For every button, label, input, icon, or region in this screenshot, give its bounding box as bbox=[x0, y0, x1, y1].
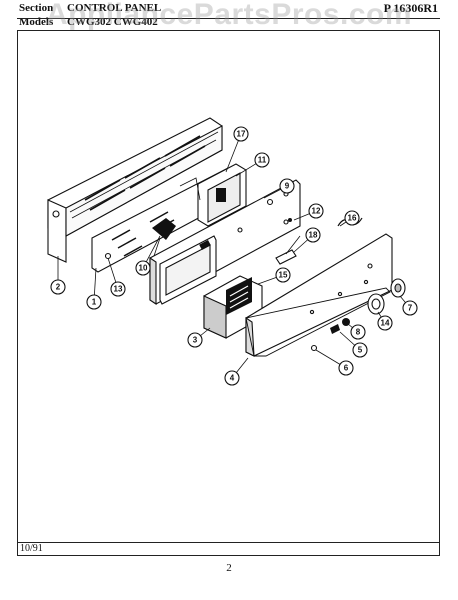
svg-text:3: 3 bbox=[193, 336, 198, 345]
callout-13: 13 bbox=[110, 281, 126, 297]
section-label: Section bbox=[19, 2, 54, 14]
svg-text:18: 18 bbox=[309, 231, 318, 240]
control-panel bbox=[149, 179, 301, 306]
svg-text:8: 8 bbox=[356, 328, 361, 337]
svg-text:7: 7 bbox=[408, 304, 413, 313]
screw-12 bbox=[288, 218, 292, 222]
knob-7 bbox=[390, 278, 406, 298]
header-info: Section CONTROL PANEL Models CWG302 CWG402 bbox=[19, 1, 161, 29]
svg-text:15: 15 bbox=[279, 271, 288, 280]
header-divider bbox=[17, 18, 440, 19]
svg-text:1: 1 bbox=[92, 298, 97, 307]
revision-date: 10/91 bbox=[20, 543, 43, 554]
callout-2: 2 bbox=[50, 279, 66, 295]
callout-17: 17 bbox=[233, 126, 249, 142]
screw-6 bbox=[310, 344, 318, 352]
svg-text:2: 2 bbox=[56, 283, 61, 292]
callout-16: 16 bbox=[344, 210, 360, 226]
svg-text:11: 11 bbox=[258, 156, 267, 165]
models-label: Models bbox=[19, 16, 54, 28]
svg-text:9: 9 bbox=[285, 182, 290, 191]
lower-overlay-sheet bbox=[245, 287, 391, 357]
svg-text:17: 17 bbox=[237, 130, 246, 139]
svg-text:16: 16 bbox=[348, 214, 357, 223]
control-board-box bbox=[179, 163, 247, 227]
part-number: P 16306R1 bbox=[383, 1, 438, 15]
front-overlay-panel bbox=[245, 233, 393, 357]
callout-7: 7 bbox=[402, 300, 418, 316]
footer-divider bbox=[17, 542, 440, 543]
models-value: CWG302 CWG402 bbox=[67, 16, 158, 28]
callout-9: 9 bbox=[279, 178, 295, 194]
callout-1: 1 bbox=[86, 294, 102, 310]
svg-text:10: 10 bbox=[139, 264, 148, 273]
callout-15: 15 bbox=[275, 267, 291, 283]
watermark: AppliancePartsPros.com bbox=[45, 0, 413, 31]
callout-8: 8 bbox=[350, 324, 366, 340]
knob-14 bbox=[367, 293, 385, 315]
callout-10: 10 bbox=[135, 260, 151, 276]
page-number: 2 bbox=[226, 562, 232, 574]
svg-text:5: 5 bbox=[358, 346, 363, 355]
svg-text:12: 12 bbox=[312, 207, 321, 216]
section-value: CONTROL PANEL bbox=[67, 2, 162, 14]
mounting-clip bbox=[275, 235, 301, 265]
callout-18: 18 bbox=[305, 227, 321, 243]
screw-5 bbox=[330, 324, 340, 334]
svg-text:4: 4 bbox=[230, 374, 235, 383]
svg-text:6: 6 bbox=[344, 364, 349, 373]
callout-6: 6 bbox=[338, 360, 354, 376]
callout-5: 5 bbox=[352, 342, 368, 358]
svg-text:13: 13 bbox=[114, 285, 123, 294]
back-housing bbox=[47, 117, 223, 268]
diagram-frame bbox=[17, 30, 440, 556]
callout-12: 12 bbox=[308, 203, 324, 219]
svg-text:14: 14 bbox=[381, 319, 390, 328]
callout-14: 14 bbox=[377, 315, 393, 331]
callout-3: 3 bbox=[187, 332, 203, 348]
callout-11: 11 bbox=[254, 152, 270, 168]
callout-4: 4 bbox=[224, 370, 240, 386]
